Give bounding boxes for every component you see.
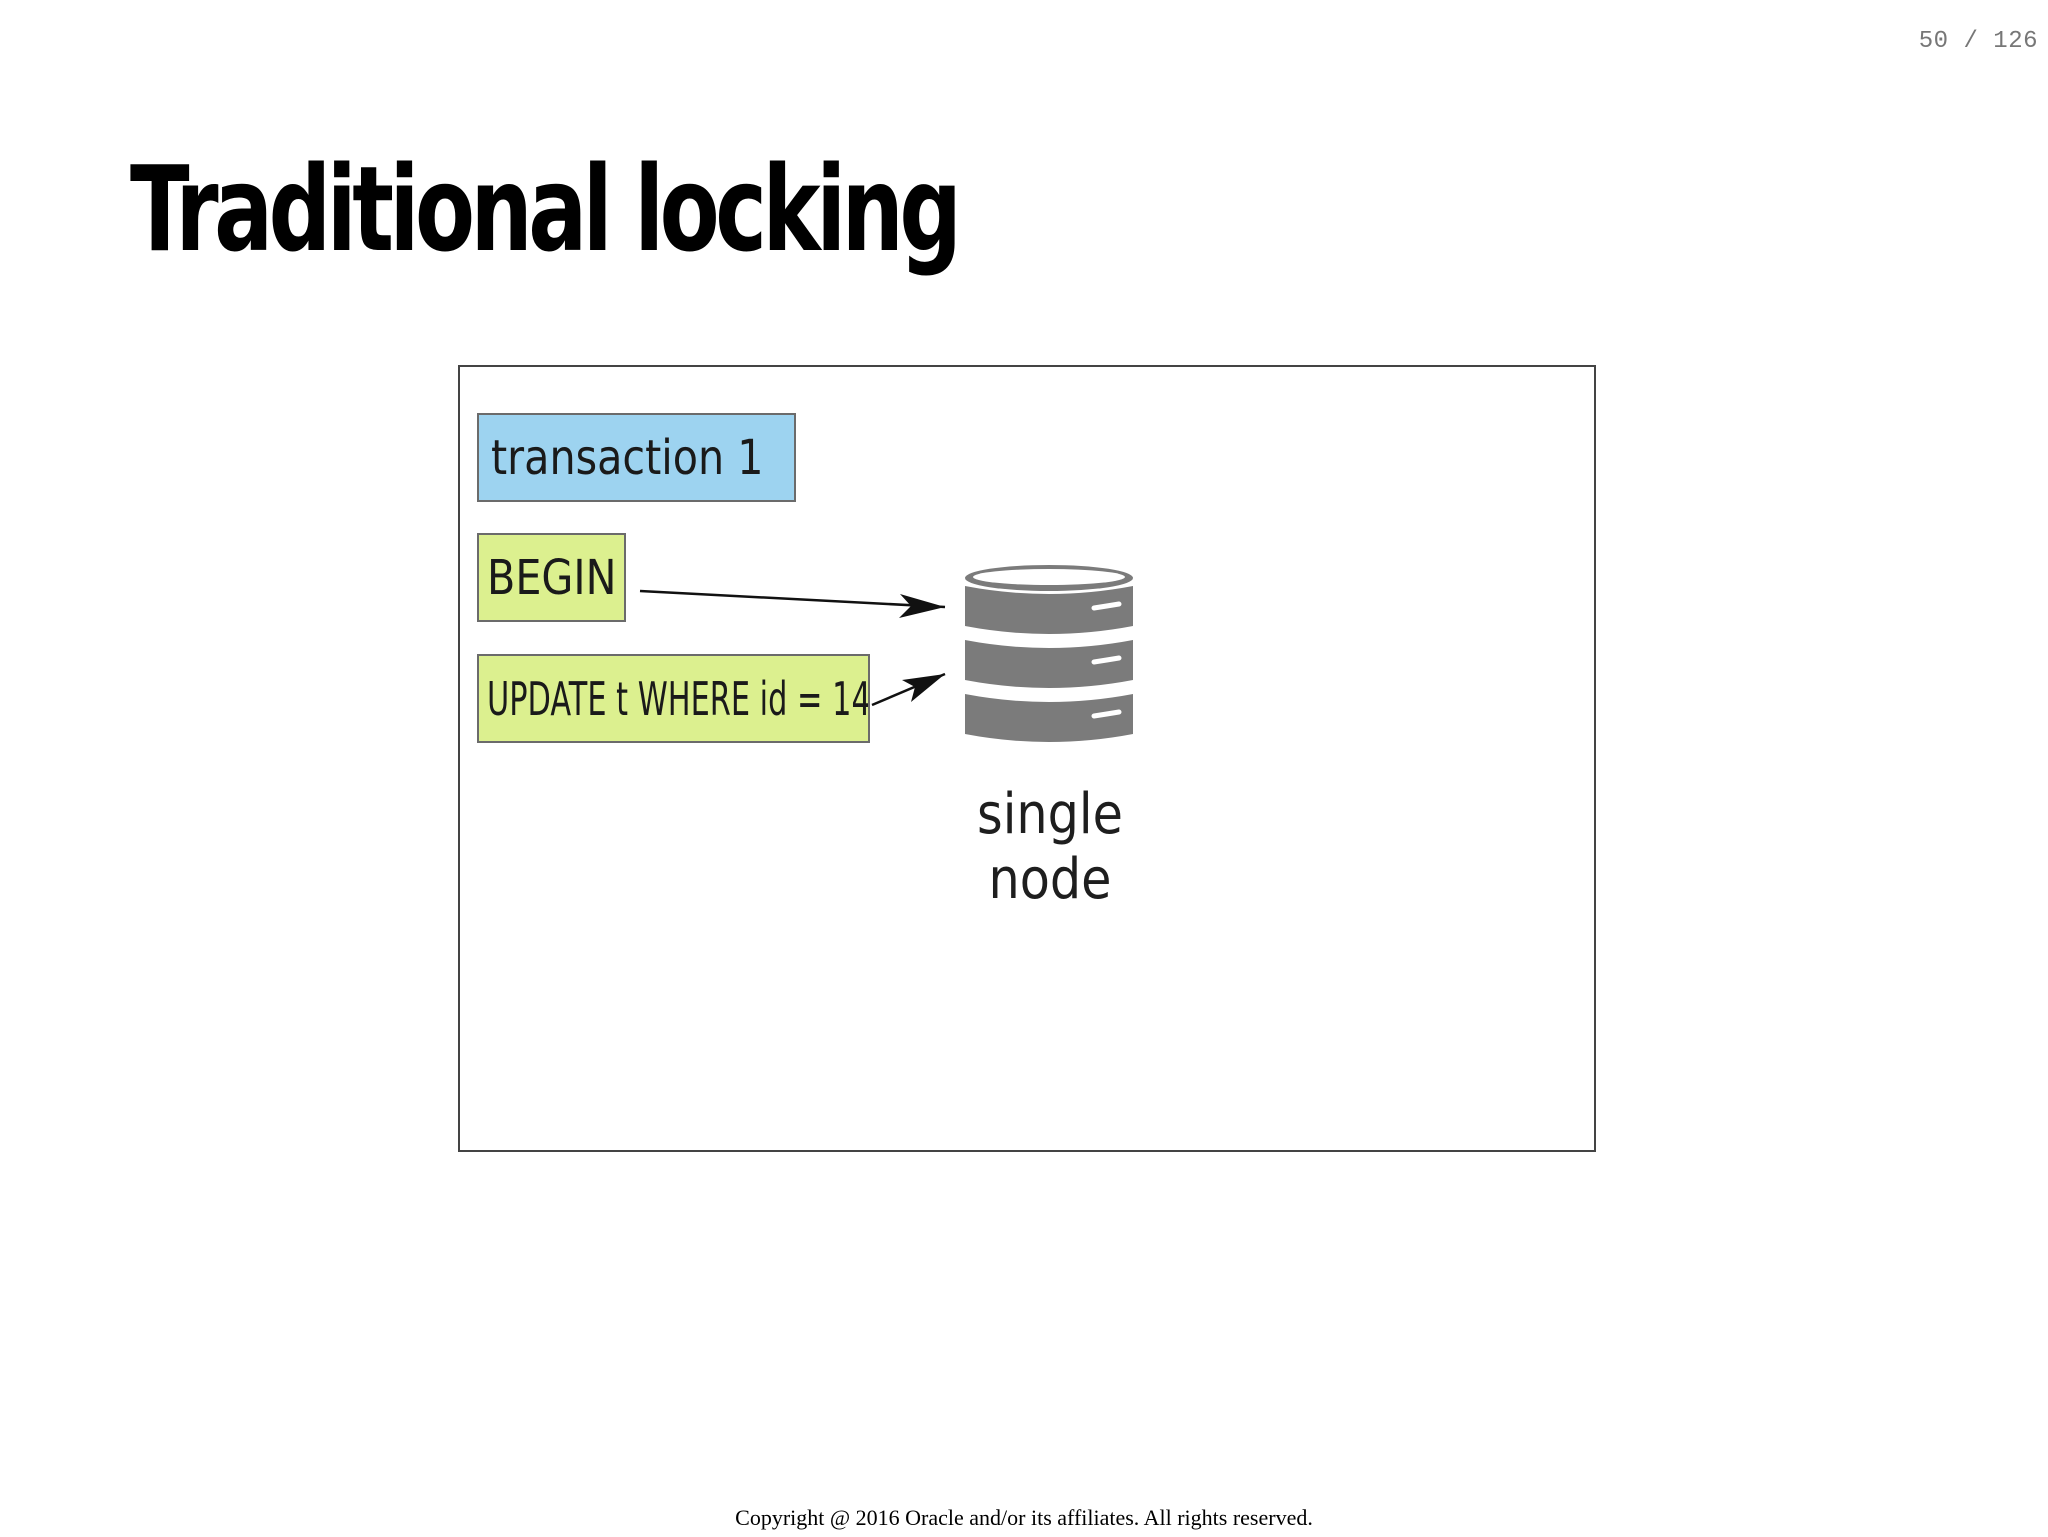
arrows [639,589,946,707]
database-icon [965,565,1133,742]
update-statement-box: UPDATE t WHERE id = 14 [477,654,870,743]
node-label: single node [977,782,1123,912]
diagram-frame: transaction 1 BEGIN UPDATE t WHERE id = … [458,365,1596,1152]
slide-title: Traditional locking [130,140,962,278]
begin-arrow [639,589,946,618]
copyright-notice: Copyright @ 2016 Oracle and/or its affil… [735,1505,1313,1530]
transaction-box: transaction 1 [477,413,796,502]
begin-statement-box: BEGIN [477,533,626,622]
update-arrow [871,672,946,707]
update-label: UPDATE t WHERE id = 14 [487,671,870,726]
begin-label: BEGIN [487,549,617,606]
page-counter: 50 / 126 [1918,28,2038,55]
transaction-label: transaction 1 [491,429,764,486]
